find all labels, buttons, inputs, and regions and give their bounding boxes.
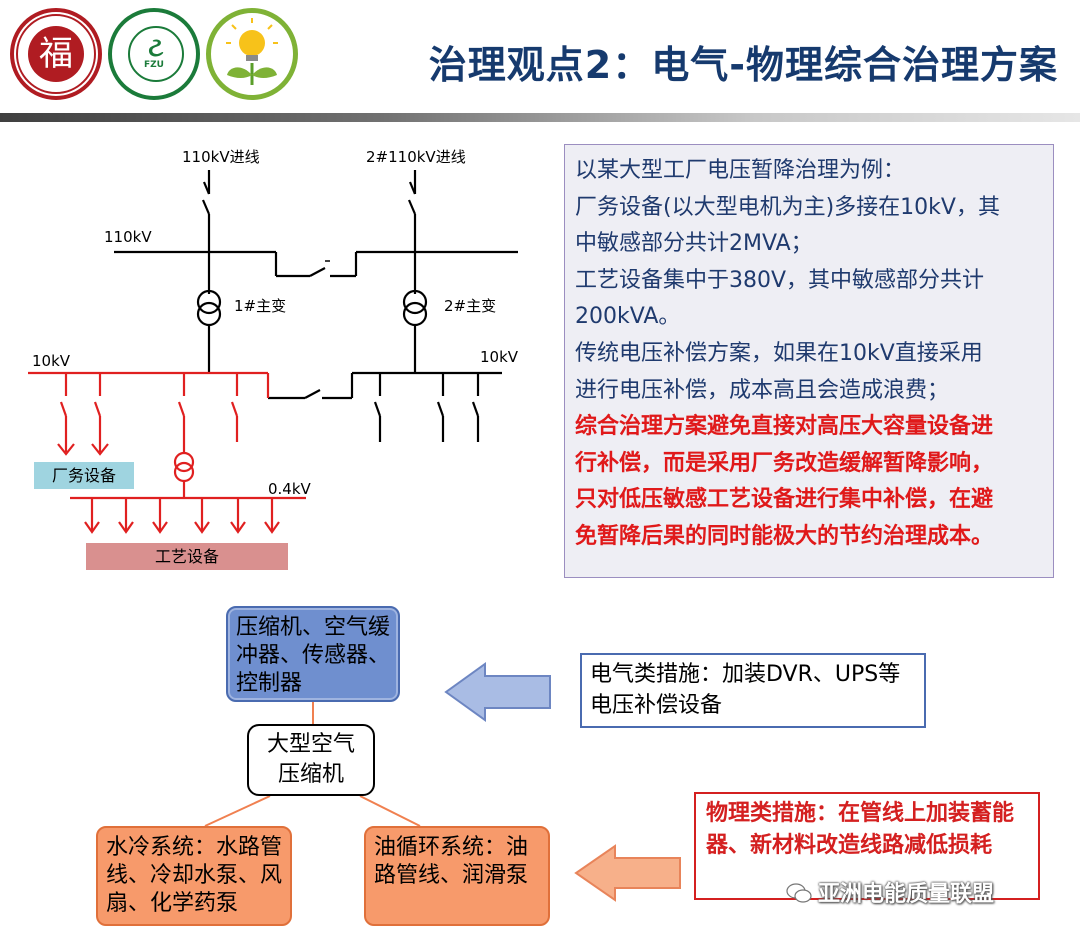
process-equipment-box: 工艺设备 xyxy=(86,543,288,570)
logo-fu-character: 福 xyxy=(28,26,84,82)
bus-110kv-label: 110kV xyxy=(104,228,152,246)
header-divider xyxy=(0,113,1080,122)
water-cooling-box: 水冷系统：水路管线、冷却水泵、风扇、化学药泵 xyxy=(96,826,292,926)
physical-measures-box: 物理类措施：在管线上加装蓄能器、新材料改造线路减低损耗 xyxy=(694,792,1040,900)
lightbulb-plant-logo xyxy=(206,8,298,100)
bus-04kv-label: 0.4kV xyxy=(268,480,311,498)
fuzhou-university-logo: 福 xyxy=(10,8,102,100)
incoming2-marker xyxy=(408,181,417,195)
step-down-coil-top xyxy=(173,451,195,473)
lightbulb-icon xyxy=(226,18,278,85)
electrical-measures-box: 电气类措施：加装DVR、UPS等电压补偿设备 xyxy=(580,653,926,728)
desc-highlight-4: 免暂降后果的同时能极大的节约治理成本。 xyxy=(575,523,994,549)
bus-10kv-right-label: 10kV xyxy=(480,348,519,366)
desc-line-7: 进行电压补偿，成本高且会造成浪费； xyxy=(575,377,950,403)
connector-right xyxy=(359,795,421,827)
factory-equipment-box: 厂务设备 xyxy=(34,462,134,489)
desc-highlight-3: 只对低压敏感工艺设备进行集中补偿，在避 xyxy=(575,487,994,513)
transformer1-coil-top xyxy=(196,289,222,315)
desc-line-5: 200kVA。 xyxy=(575,304,681,330)
wechat-icon xyxy=(786,883,812,903)
desc-line-6: 传统电压补偿方案，如果在10kV直接采用 xyxy=(575,340,983,366)
fzu-swirl-icon: ટ xyxy=(128,26,184,82)
single-line-diagram xyxy=(28,170,518,534)
air-compressor-box: 大型空气压缩机 xyxy=(247,724,375,796)
oil-circulation-box: 油循环系统：油路管线、润滑泵 xyxy=(364,826,550,926)
incoming2-label: 2#110kV进线 xyxy=(366,148,466,166)
transformer1-label: 1#主变 xyxy=(234,297,287,315)
desc-line-3: 中敏感部分共计2MVA； xyxy=(575,231,813,257)
sensitive-components-box: 压缩机、空气缓冲器、传感器、控制器 xyxy=(226,606,400,702)
bus-tie-breaker xyxy=(304,389,321,399)
tie-breaker xyxy=(309,267,326,277)
physical-arrow-icon xyxy=(574,844,681,902)
breaker2 xyxy=(407,199,417,215)
page-title: 治理观点2：电气-物理综合治理方案 xyxy=(428,43,1058,87)
tree-connectors xyxy=(204,662,681,902)
fzu-lab-logo: ટ FZU xyxy=(108,8,200,100)
electrical-arrow-icon xyxy=(444,662,551,722)
transformer2-label: 2#主变 xyxy=(444,297,497,315)
bus-10kv-left-label: 10kV xyxy=(32,352,71,370)
connector-left xyxy=(204,795,271,827)
breaker1 xyxy=(201,199,211,215)
desc-highlight-2: 行补偿，而是采用厂务改造缓解暂降影响， xyxy=(575,450,994,476)
incoming1-label: 110kV进线 xyxy=(182,148,260,166)
incoming1-marker xyxy=(202,181,211,195)
desc-line-4: 工艺设备集中于380V，其中敏感部分共计 xyxy=(575,267,985,293)
fzu-logo-text: FZU xyxy=(144,60,164,70)
transformer2-coil-top xyxy=(402,289,428,315)
description-box: 以某大型工厂电压暂降治理为例： 厂务设备(以大型电机为主)多接在10kV，其 中… xyxy=(564,144,1054,578)
desc-highlight-1: 综合治理方案避免直接对高压大容量设备进 xyxy=(575,414,994,440)
desc-line-1: 以某大型工厂电压暂降治理为例： xyxy=(575,158,906,183)
watermark-text: 亚洲电能质量联盟 xyxy=(818,882,995,907)
desc-line-2: 厂务设备(以大型电机为主)多接在10kV，其 xyxy=(575,194,1000,220)
